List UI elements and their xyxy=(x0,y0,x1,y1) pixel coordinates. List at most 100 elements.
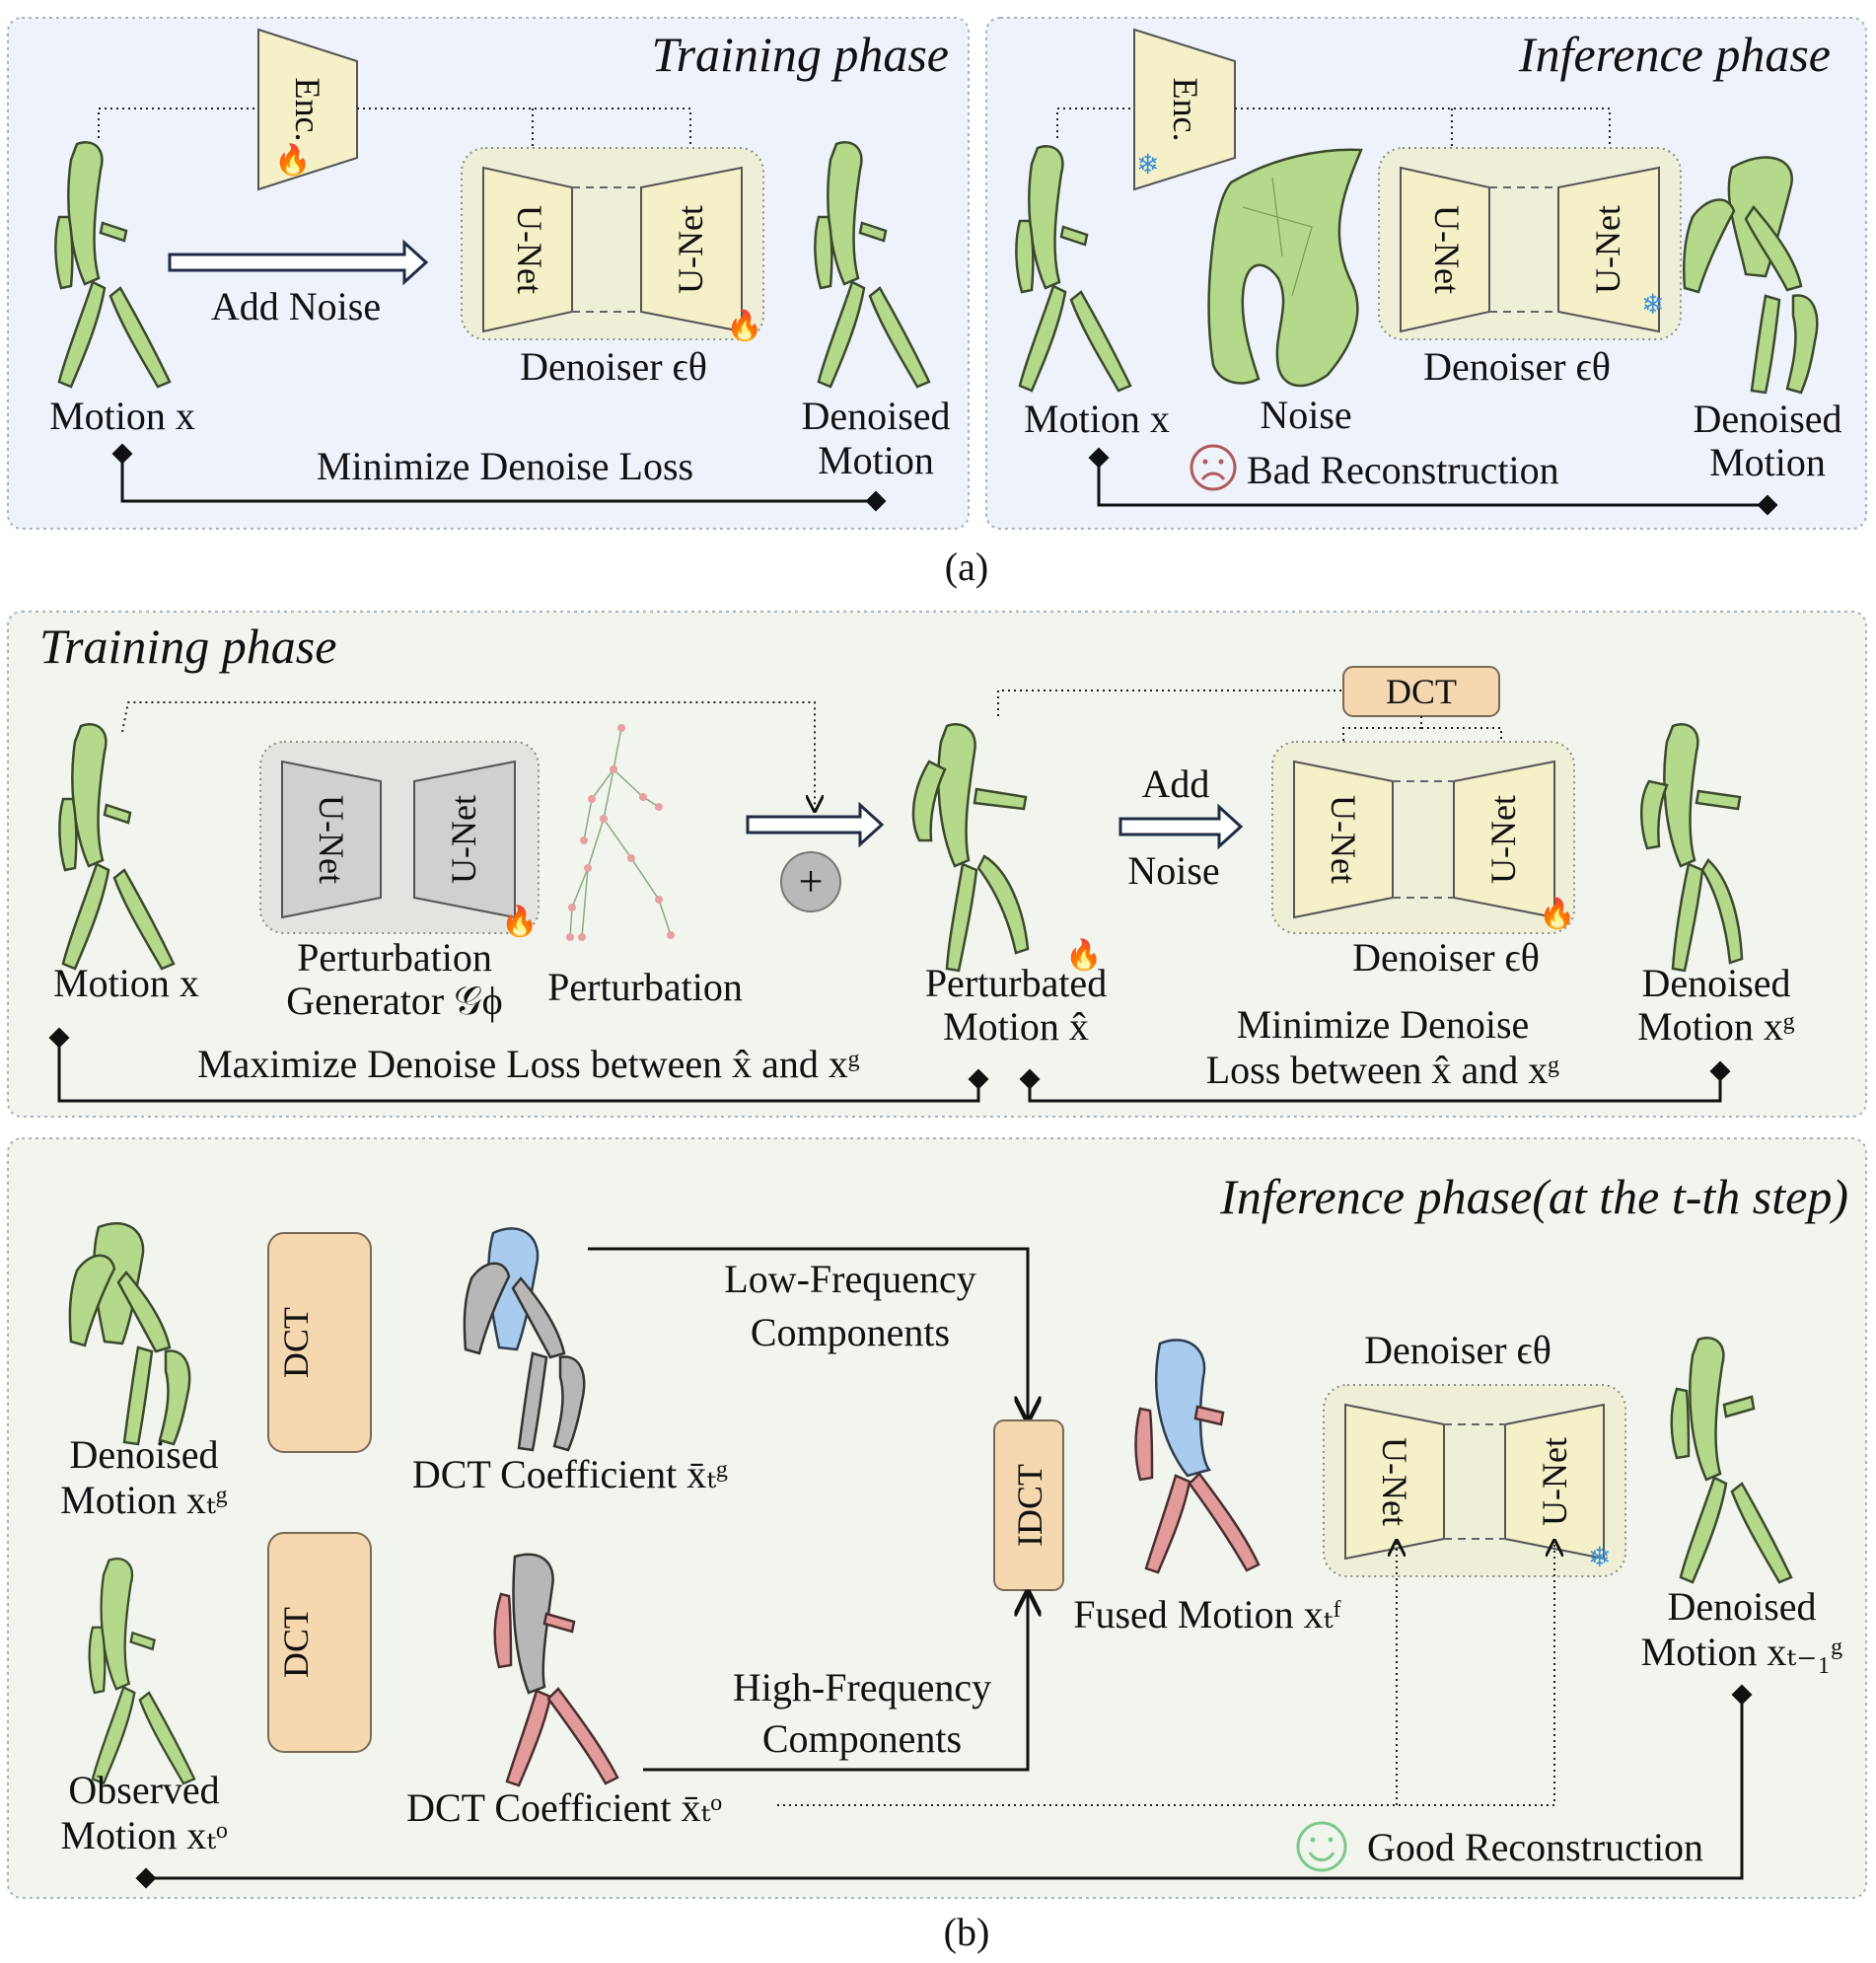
unet-right xyxy=(1557,166,1660,333)
unet-left-label: U-Net xyxy=(510,205,549,294)
panel-a-inference-title: Inference phase xyxy=(1518,27,1831,82)
denoised-label-2: Motion xᵍ xyxy=(1637,1004,1795,1049)
encoder-input-line xyxy=(98,108,258,138)
noise-label: Noise xyxy=(1127,848,1219,893)
perturbed-figure xyxy=(911,723,1030,973)
unet-right-label: U-Net xyxy=(1588,205,1627,294)
unet-right-label: U-Net xyxy=(1535,1437,1574,1526)
perturbed-label-2: Motion x̂ xyxy=(943,1004,1089,1049)
motion-label: Motion x xyxy=(49,394,195,438)
fused-motion-label: Fused Motion xₜᶠ xyxy=(1073,1592,1341,1636)
gen-unet-left xyxy=(281,760,382,919)
denoised-out-figure xyxy=(1670,1337,1793,1584)
panel-a-inference: Inference phase Enc. ❄ Motion x Noise U-… xyxy=(985,17,1867,530)
panel-a-training: Training phase Enc. 🔥 Motion x Add Noise… xyxy=(7,17,970,530)
plus-circle xyxy=(780,851,841,912)
loss-connector xyxy=(1088,447,1778,516)
fire-icon: 🔥 xyxy=(726,308,762,342)
unet-right xyxy=(1453,760,1555,919)
dct-label-1: DCT xyxy=(276,1307,316,1378)
maximize-connector xyxy=(48,1027,989,1103)
observed-motion-label-2: Motion xₜᵒ xyxy=(60,1813,227,1857)
noise-lines xyxy=(1242,177,1313,297)
unet-left-label: U-Net xyxy=(1427,205,1467,294)
generator-label-2: Generator 𝒢ϕ xyxy=(286,979,502,1023)
good-reconstruction-label: Good Reconstruction xyxy=(1367,1825,1703,1869)
fire-icon: 🔥 xyxy=(274,142,311,177)
reconstruction-connector xyxy=(135,1684,1753,1889)
snowflake-icon: ❄ xyxy=(1588,1543,1611,1573)
motion-label: Motion x xyxy=(1024,397,1170,441)
add-noise-label: Add Noise xyxy=(211,284,381,328)
dct-coef-o-label: DCT Coefficient x̄ₜᵒ xyxy=(406,1785,722,1830)
fire-icon: 🔥 xyxy=(501,904,538,938)
dct-label: DCT xyxy=(1386,672,1457,711)
fire-icon: 🔥 xyxy=(1065,937,1102,972)
generator-label-1: Perturbation xyxy=(297,935,492,980)
unet-right xyxy=(1504,1403,1605,1561)
plus-symbol: + xyxy=(799,857,824,906)
maximize-label: Maximize Denoise Loss between x̂ and xᵍ xyxy=(197,1042,860,1086)
perturbed-label-1: Perturbated xyxy=(925,961,1107,1005)
gen-unet-left-label: U-Net xyxy=(312,795,351,884)
low-frequency-arrow xyxy=(588,1247,1028,1420)
low-frequency-label-2: Components xyxy=(751,1310,950,1354)
encoder-block xyxy=(1133,28,1236,191)
denoised-figure xyxy=(1640,723,1744,973)
denoised-label-1: Denoised xyxy=(1641,961,1790,1005)
denoised-label-2: Motion xyxy=(1709,440,1826,484)
loss-label: Minimize Denoise Loss xyxy=(317,444,693,488)
denoised-motion-label-2: Motion xₜᵍ xyxy=(60,1478,228,1522)
unet-left-label: U-Net xyxy=(1324,795,1363,884)
minimize-label-2: Loss between x̂ and xᵍ xyxy=(1206,1048,1560,1092)
denoised-label-1: Denoised xyxy=(801,394,950,438)
low-frequency-label-1: Low-Frequency xyxy=(724,1257,975,1301)
denoised-motion-figure xyxy=(68,1221,191,1446)
unet-right xyxy=(640,166,743,333)
smile-face-icon xyxy=(1296,1821,1347,1872)
panel-b-training-title: Training phase xyxy=(39,618,336,674)
gen-unet-right xyxy=(413,760,516,919)
denoised-label-1: Denoised xyxy=(1693,397,1841,441)
unet-left-label: U-Net xyxy=(1375,1437,1414,1526)
noise-shape xyxy=(1207,148,1363,388)
noise-label: Noise xyxy=(1260,393,1351,437)
denoiser-label: Denoiser ϵθ xyxy=(1423,344,1611,389)
add-noise-arrow xyxy=(1118,803,1244,850)
unet-right-label: U-Net xyxy=(1483,795,1523,884)
panel-b-training: Training phase Motion x U-Net U-Net 🔥 Pe… xyxy=(7,611,1867,1118)
denoised-out-label-1: Denoised xyxy=(1667,1584,1816,1629)
denoiser-label: Denoiser ϵθ xyxy=(1352,935,1540,980)
denoised-out-label-2: Motion xₜ₋₁ᵍ xyxy=(1641,1630,1843,1674)
panel-b-inference: Inference phase(at the t-th step) Denois… xyxy=(7,1137,1867,1899)
unet-right-label: U-Net xyxy=(671,205,710,294)
dct-coef-g-label: DCT Coefficient x̄ₜᵍ xyxy=(412,1452,728,1496)
dct-label-2: DCT xyxy=(276,1607,316,1678)
minimize-connector xyxy=(1019,1060,1731,1103)
idct-label: IDCT xyxy=(1010,1464,1049,1547)
snowflake-icon: ❄ xyxy=(1641,290,1664,321)
denoised-figure xyxy=(1683,156,1819,395)
high-frequency-label-1: High-Frequency xyxy=(733,1665,991,1709)
encoder-input-line xyxy=(1056,108,1134,138)
panel-b-inference-title: Inference phase(at the t-th step) xyxy=(1219,1169,1848,1224)
panel-a-training-title: Training phase xyxy=(652,27,949,82)
snowflake-icon: ❄ xyxy=(1136,150,1159,181)
encoder-block xyxy=(257,28,358,191)
add-noise-arrow xyxy=(168,239,429,286)
inference-denoiser-label: Denoiser ϵθ xyxy=(1364,1328,1551,1372)
perturbation-label: Perturbation xyxy=(547,965,743,1009)
panel-b-training-box xyxy=(7,611,1867,1118)
encoder-label: Enc. xyxy=(1166,78,1205,142)
dct-block-1 xyxy=(267,1232,372,1453)
fire-icon: 🔥 xyxy=(1539,896,1575,930)
high-frequency-label-2: Components xyxy=(762,1716,962,1761)
caption-a: (a) xyxy=(945,545,988,589)
combine-arrow xyxy=(746,801,885,848)
add-label: Add xyxy=(1142,762,1210,806)
denoised-motion-label-1: Denoised xyxy=(69,1432,218,1477)
dct-input-line xyxy=(997,690,1343,716)
observed-motion-label-1: Observed xyxy=(68,1768,219,1812)
dct-coef-g-figure xyxy=(463,1227,586,1452)
